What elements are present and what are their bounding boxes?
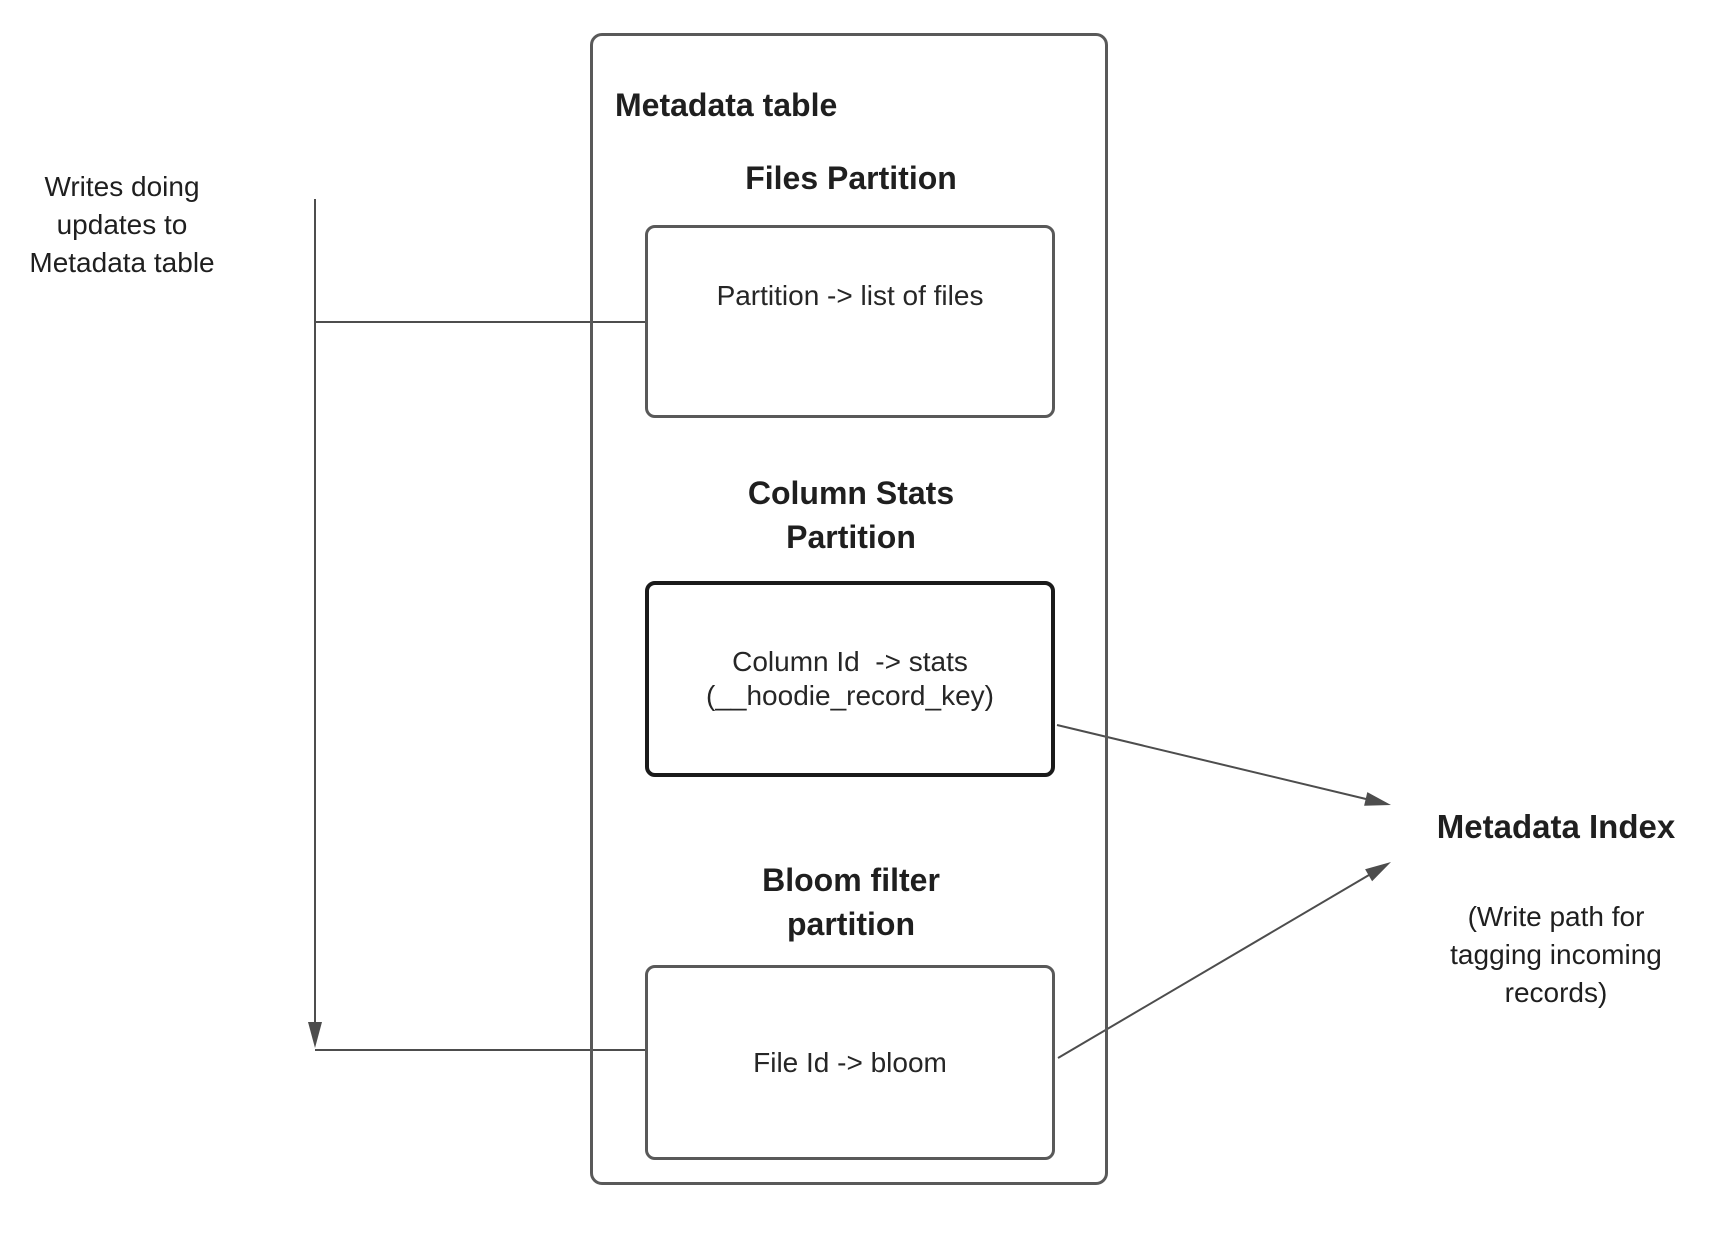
writes-updates-note: Writes doing updates to Metadata table — [29, 171, 215, 278]
files-partition-body: Partition -> list of files — [716, 279, 984, 311]
bloom-filter-partition-body: File Id -> bloom — [753, 1046, 947, 1078]
column-stats-partition-box: Column Id -> stats (__hoodie_record_key) — [645, 581, 1055, 777]
arrowhead-down-icon — [308, 1022, 322, 1048]
column-stats-partition-title: Column Stats Partition — [747, 475, 955, 555]
bloom-filter-partition-title: Bloom filter partition — [762, 862, 940, 942]
metadata-index-subtitle: (Write path for tagging incoming records… — [1450, 901, 1662, 1008]
arrowhead-up-right-icon — [1365, 862, 1391, 882]
bloom-to-index-line — [1057, 874, 1370, 1059]
metadata-table-title: Metadata table — [615, 87, 838, 123]
files-partition-title: Files Partition — [745, 160, 957, 196]
column-stats-partition-body: Column Id -> stats (__hoodie_record_key) — [706, 646, 994, 711]
files-partition-box: Partition -> list of files — [645, 225, 1055, 418]
colstats-to-index-line — [1056, 724, 1367, 800]
bloom-filter-partition-box: File Id -> bloom — [645, 965, 1055, 1160]
arrowhead-right-icon — [1364, 792, 1391, 806]
metadata-index-title: Metadata Index — [1436, 808, 1676, 845]
metadata-table-box — [590, 33, 1108, 1185]
